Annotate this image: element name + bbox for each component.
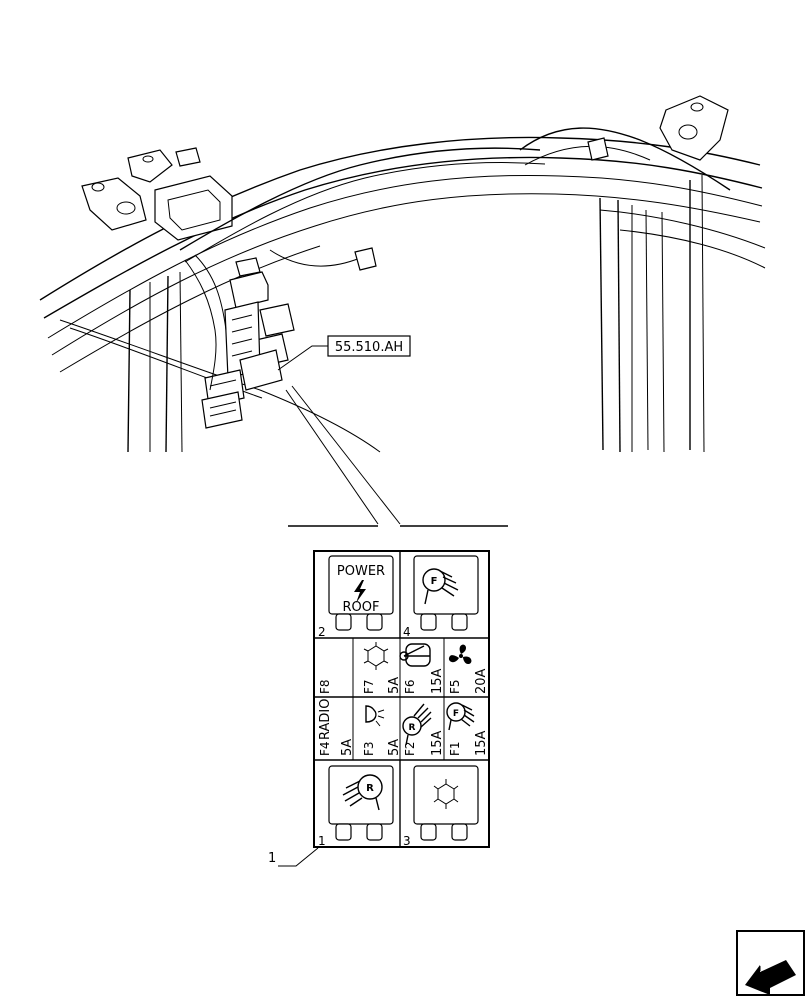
fuse-f3-rating: 5A xyxy=(387,739,402,756)
fuse-f2-rating: 15A xyxy=(430,730,445,756)
fuse-f5-rating: 20A xyxy=(474,668,489,694)
fuse-box-frame xyxy=(313,550,490,848)
reference-callout[interactable]: 55.510.AH xyxy=(277,335,411,371)
fuse-f7[interactable]: F7 5A xyxy=(362,642,402,694)
wiper-icon xyxy=(399,643,431,667)
front-work-light-icon: F xyxy=(446,702,475,731)
fuse-f3[interactable]: F3 5A xyxy=(362,705,402,756)
relay-slot-4: 4 xyxy=(403,625,411,639)
ref-code-label: 55.510.AH xyxy=(335,340,403,355)
fuse-f5-id: F5 xyxy=(448,679,462,694)
detail-leader-lines xyxy=(285,385,508,527)
lightning-icon xyxy=(354,580,366,603)
snowflake-icon xyxy=(363,642,389,670)
relay-3[interactable]: 3 xyxy=(403,765,479,848)
fuse-f8-id: F8 xyxy=(318,679,332,694)
relay-4[interactable]: F 4 xyxy=(403,555,479,639)
relay-slot-3: 3 xyxy=(403,834,411,848)
fuse-f8[interactable]: F8 xyxy=(318,679,332,694)
fuse-f6-rating: 15A xyxy=(430,668,445,694)
fuse-f5[interactable]: F5 20A xyxy=(448,644,489,694)
fuse-f7-rating: 5A xyxy=(387,677,402,694)
relay-2[interactable]: POWER ROOF 2 xyxy=(318,555,394,639)
relay-1[interactable]: R 1 xyxy=(318,765,394,848)
fuse-f2[interactable]: R F2 15A xyxy=(402,703,445,756)
relay-2-label-bottom: ROOF xyxy=(343,600,380,615)
item-callout-1[interactable]: 1 xyxy=(268,847,319,867)
relay-slot-2: 2 xyxy=(318,625,326,639)
fuse-f1[interactable]: F F1 15A xyxy=(446,702,489,756)
fuse-f6-id: F6 xyxy=(403,679,417,694)
rear-work-light-icon: R xyxy=(342,774,383,811)
cab-harness-illustration xyxy=(39,95,766,453)
fuse-f4-rating: 5A xyxy=(340,739,355,756)
fuse-f6[interactable]: F6 15A xyxy=(399,643,445,694)
item-number-label: 1 xyxy=(268,851,276,866)
previous-page-arrow-icon[interactable] xyxy=(736,930,805,996)
svg-text:R: R xyxy=(409,723,416,733)
dome-light-icon xyxy=(365,705,385,727)
fan-icon xyxy=(448,644,472,664)
fuse-f4-label: RADIO xyxy=(318,699,333,740)
fuse-f4-id: F4 xyxy=(318,741,332,756)
svg-text:R: R xyxy=(366,783,374,794)
fuse-f1-id: F1 xyxy=(448,741,462,756)
relay-slot-1: 1 xyxy=(318,834,326,848)
fuse-f4[interactable]: F4 RADIO 5A xyxy=(318,699,355,756)
fuse-f1-rating: 15A xyxy=(474,730,489,756)
snowflake-icon xyxy=(433,779,459,809)
relay-2-label-top: POWER xyxy=(337,564,385,579)
svg-text:F: F xyxy=(453,709,459,719)
fuse-box-detail: POWER ROOF 2 F 4 F8 xyxy=(313,550,490,848)
svg-text:F: F xyxy=(431,576,438,587)
front-work-light-icon: F xyxy=(422,568,459,605)
fuse-f7-id: F7 xyxy=(362,679,376,694)
fuse-f2-id: F2 xyxy=(403,741,417,756)
rear-work-light-icon: R xyxy=(402,703,432,746)
fuse-f3-id: F3 xyxy=(362,741,376,756)
